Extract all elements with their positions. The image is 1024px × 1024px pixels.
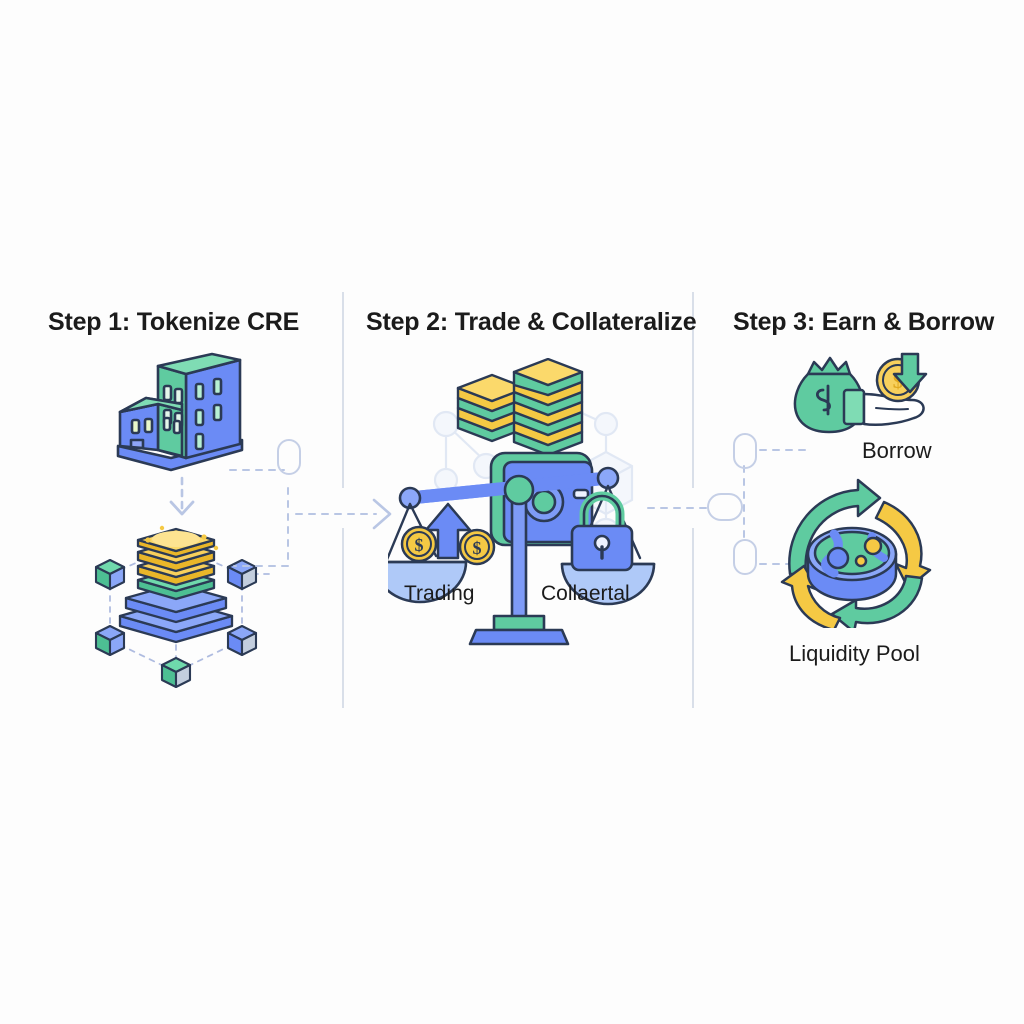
caption-trading: Trading <box>404 582 475 605</box>
money-bag-hand-icon: $ <box>793 352 928 434</box>
connector-step1-to-step2 <box>229 439 392 567</box>
panel-title-step-2: Step 2: Trade & Collateralize <box>366 308 697 336</box>
svg-text:$: $ <box>415 535 424 555</box>
panel-title-step-3: Step 3: Earn & Borrow <box>733 308 995 336</box>
padlock-icon <box>570 491 634 572</box>
caption-collateral: Collaertal <box>541 582 630 605</box>
connector-step2-to-step3 <box>647 433 807 575</box>
panel-divider-right-bottom <box>692 528 694 708</box>
panel-divider-right-top <box>692 292 694 488</box>
balance-scale-icon <box>388 466 656 646</box>
svg-text:$: $ <box>893 369 904 393</box>
office-building-icon <box>116 352 244 472</box>
trading-assets-icon: $ $ <box>400 502 496 566</box>
panel-divider-left-top <box>342 292 344 488</box>
chevron-down-icon <box>169 476 195 516</box>
svg-text:$: $ <box>473 538 482 558</box>
token-stack-blockchain-icon <box>94 525 273 689</box>
caption-liquidity-pool: Liquidity Pool <box>789 641 920 666</box>
liquidity-pool-cycle-icon <box>780 478 932 628</box>
panel-title-step-1: Step 1: Tokenize CRE <box>48 308 300 336</box>
coin-stacks-icon <box>456 358 584 457</box>
caption-borrow: Borrow <box>862 438 932 463</box>
panel-divider-left-bottom <box>342 528 344 708</box>
